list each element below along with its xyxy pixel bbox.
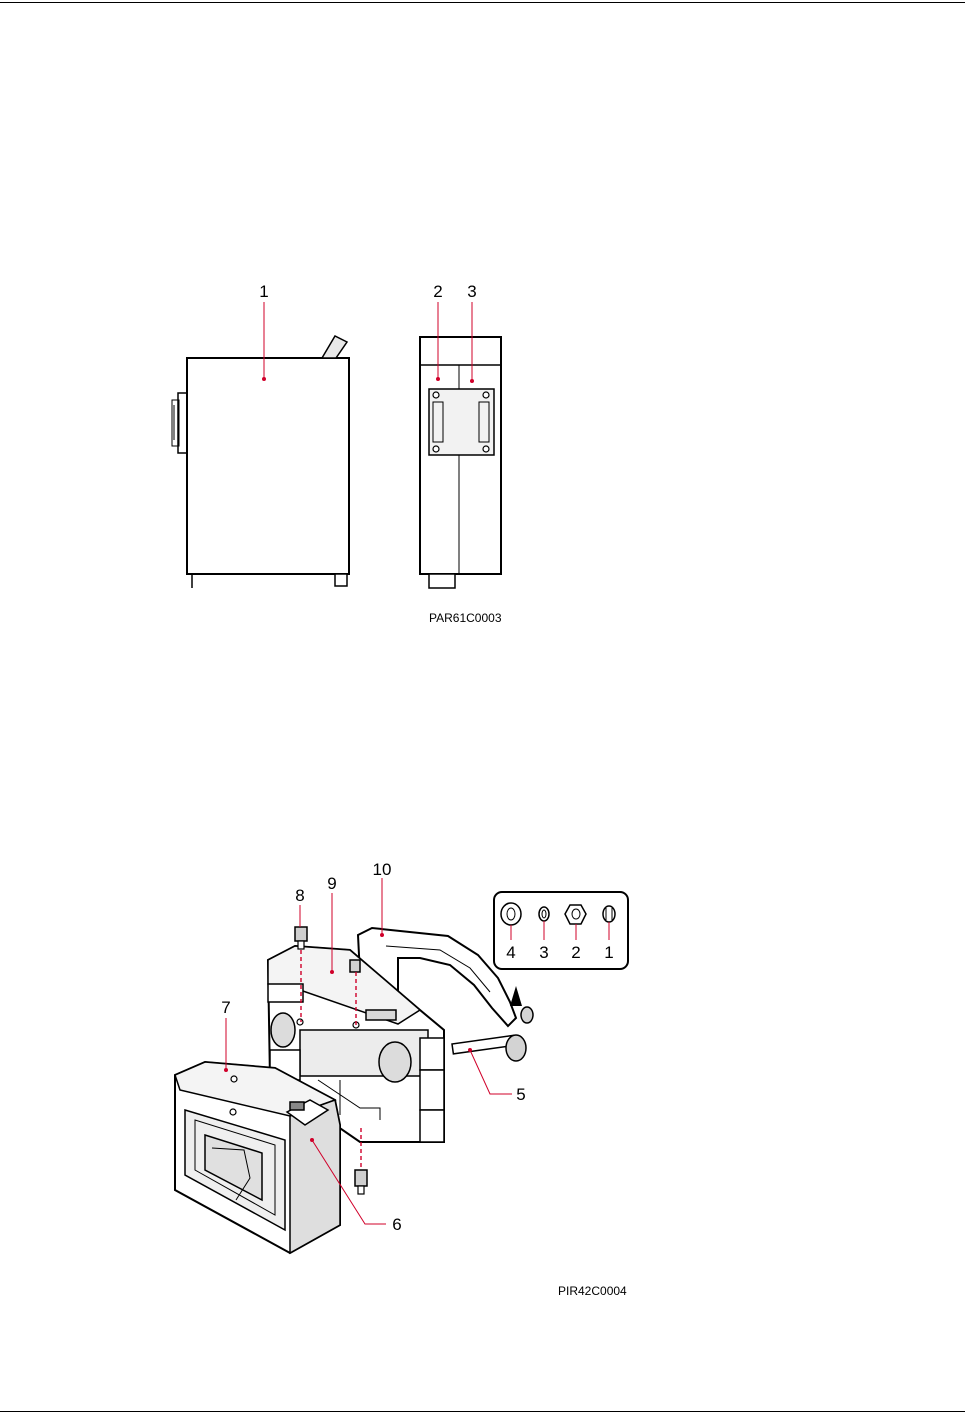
callout-5: 5: [516, 1085, 525, 1104]
callout-2: 2: [571, 943, 580, 962]
figure-code: PIR42C0004: [558, 1284, 627, 1298]
side-view-drawing: [172, 336, 349, 588]
callout-6: 6: [392, 1215, 401, 1234]
callout-4: 4: [506, 943, 515, 962]
callout-2: 2: [433, 282, 442, 301]
callout-10: 10: [373, 860, 392, 879]
callout-7: 7: [221, 998, 230, 1017]
callout-9: 9: [327, 874, 336, 893]
callout-8: 8: [295, 886, 304, 905]
callout-3: 3: [467, 282, 476, 301]
front-view-drawing: [420, 337, 501, 588]
figure-code: PAR61C0003: [429, 611, 502, 625]
callout-1: 1: [604, 943, 613, 962]
figure-1: 1 2 3 PAR61C0003: [172, 282, 502, 625]
callout-1: 1: [259, 282, 268, 301]
bottom-bracket-drawing: [175, 1062, 340, 1253]
callout-3: 3: [539, 943, 548, 962]
figure-2: 1 2 3 4 5 6 7 8 9 10 PIR42C0004: [175, 860, 628, 1298]
